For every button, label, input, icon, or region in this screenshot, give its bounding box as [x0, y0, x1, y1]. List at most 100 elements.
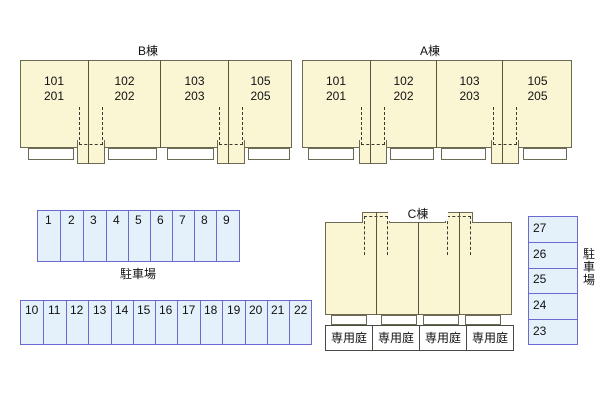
building-c-porch-4	[465, 315, 501, 325]
parking-space-13[interactable]: 13	[93, 303, 107, 317]
parking-space-27[interactable]: 27	[533, 221, 547, 235]
parking-space-22[interactable]: 22	[294, 303, 308, 317]
parking-row-bottom-div-3	[88, 301, 89, 344]
parking-row-bottom-div-8	[200, 301, 201, 344]
parking-row-top-div-7	[194, 211, 195, 261]
parking-space-19[interactable]: 19	[227, 303, 241, 317]
building-a-stair-1-line	[370, 60, 371, 164]
building-c-title: C棟	[388, 207, 448, 221]
building-b-wall-2	[160, 60, 161, 148]
building-a-balcony-4	[523, 148, 567, 160]
building-b-stair-2-line	[228, 60, 229, 164]
building-b-unit-3-upper: 103	[184, 74, 205, 88]
building-a-body	[302, 60, 572, 148]
building-a-title: A棟	[400, 44, 460, 58]
building-b-balcony-1	[28, 148, 74, 160]
building-b-title: B棟	[118, 44, 178, 58]
parking-row-bottom-div-4	[111, 301, 112, 344]
building-b-unit-2-upper: 102	[114, 74, 135, 88]
building-c-wall-1	[376, 212, 377, 315]
building-b-unit-1-upper: 101	[43, 74, 65, 88]
building-b-balcony-3	[167, 148, 214, 160]
parking-column-right[interactable]: 27 26 25 24 23	[528, 216, 578, 345]
building-a-unit-3-lower: 203	[459, 89, 480, 103]
parking-space-8[interactable]: 8	[201, 213, 208, 227]
parking-space-6[interactable]: 6	[157, 213, 164, 227]
building-c-wall-2	[418, 222, 419, 315]
building-a: 101 201 102 202 103 203 105 205	[302, 60, 572, 164]
parking-space-17[interactable]: 17	[182, 303, 196, 317]
parking-space-7[interactable]: 7	[179, 213, 186, 227]
building-a-unit-4-upper: 105	[527, 74, 548, 88]
parking-space-3[interactable]: 3	[90, 213, 97, 227]
parking-row-top-div-1	[60, 211, 61, 261]
parking-row-top-div-2	[83, 211, 84, 261]
building-a-wall-2	[436, 60, 437, 148]
parking-space-26[interactable]: 26	[533, 247, 547, 261]
building-a-unit-4-lower: 205	[527, 89, 548, 103]
building-b: 101 201 102 202 103 203 105 205	[20, 60, 292, 164]
parking-space-25[interactable]: 25	[533, 272, 547, 286]
parking-space-21[interactable]: 21	[271, 303, 285, 317]
building-a-unit-1-lower: 201	[325, 89, 347, 103]
parking-row-bottom-div-7	[177, 301, 178, 344]
parking-space-1[interactable]: 1	[45, 213, 52, 227]
building-a-stair-1-dashed	[361, 107, 385, 145]
parking-space-16[interactable]: 16	[159, 303, 173, 317]
parking-row-top-div-4	[128, 211, 129, 261]
parking-space-14[interactable]: 14	[115, 303, 129, 317]
building-c: 専用庭 専用庭 専用庭 専用庭	[325, 206, 515, 356]
parking-row-top[interactable]: 1 2 3 4 5 6 7 8 9	[37, 210, 240, 262]
parking-row-bottom-div-6	[155, 301, 156, 344]
parking-row-bottom-div-11	[267, 301, 268, 344]
building-c-porch-3	[423, 315, 459, 325]
building-a-stair-2-dashed	[493, 107, 517, 145]
building-b-unit-4-lower: 205	[250, 89, 271, 103]
parking-space-5[interactable]: 5	[135, 213, 142, 227]
parking-row-top-div-3	[106, 211, 107, 261]
parking-space-2[interactable]: 2	[68, 213, 75, 227]
parking-column-div-1	[529, 242, 577, 243]
parking-space-11[interactable]: 11	[48, 303, 61, 317]
building-a-unit-2-lower: 202	[393, 89, 414, 103]
parking-row-bottom-div-12	[289, 301, 290, 344]
building-b-unit-4-upper: 105	[250, 74, 271, 88]
parking-space-18[interactable]: 18	[204, 303, 218, 317]
parking-column-div-4	[529, 319, 577, 320]
parking-row-top-div-6	[172, 211, 173, 261]
building-a-unit-3-upper: 103	[459, 74, 480, 88]
parking-row-bottom[interactable]: 10 11 12 13 14 15 16 17 18 19 20 21 22	[20, 300, 312, 345]
parking-label-side: 駐車場	[582, 247, 595, 287]
building-b-body	[20, 60, 292, 148]
parking-space-9[interactable]: 9	[223, 213, 230, 227]
building-b-stair-1-line	[88, 60, 89, 164]
building-c-garden-1: 専用庭	[325, 325, 373, 351]
building-b-stair-1-dashed	[79, 107, 103, 145]
parking-space-12[interactable]: 12	[70, 303, 84, 317]
parking-space-23[interactable]: 23	[533, 324, 547, 338]
building-b-unit-2-lower: 202	[114, 89, 135, 103]
building-c-porch-2	[381, 315, 417, 325]
parking-space-15[interactable]: 15	[137, 303, 151, 317]
parking-space-10[interactable]: 10	[25, 303, 39, 317]
building-c-porch-1	[331, 315, 367, 325]
building-a-balcony-2	[390, 148, 434, 160]
building-b-unit-1-lower: 201	[43, 89, 65, 103]
parking-label-main: 駐車場	[119, 267, 156, 281]
parking-row-top-div-8	[216, 211, 217, 261]
building-c-garden-4: 専用庭	[466, 325, 514, 351]
parking-space-24[interactable]: 24	[533, 298, 547, 312]
building-c-garden-2: 専用庭	[372, 325, 420, 351]
building-b-balcony-2	[108, 148, 157, 160]
building-a-stair-2-line	[502, 60, 503, 164]
parking-space-4[interactable]: 4	[113, 213, 120, 227]
parking-row-bottom-div-1	[43, 301, 44, 344]
building-b-unit-3-lower: 203	[184, 89, 205, 103]
parking-space-20[interactable]: 20	[249, 303, 263, 317]
building-a-balcony-3	[441, 148, 486, 160]
parking-row-bottom-div-9	[222, 301, 223, 344]
building-b-balcony-4	[248, 148, 290, 160]
parking-row-bottom-div-5	[133, 301, 134, 344]
building-a-balcony-1	[308, 148, 354, 160]
